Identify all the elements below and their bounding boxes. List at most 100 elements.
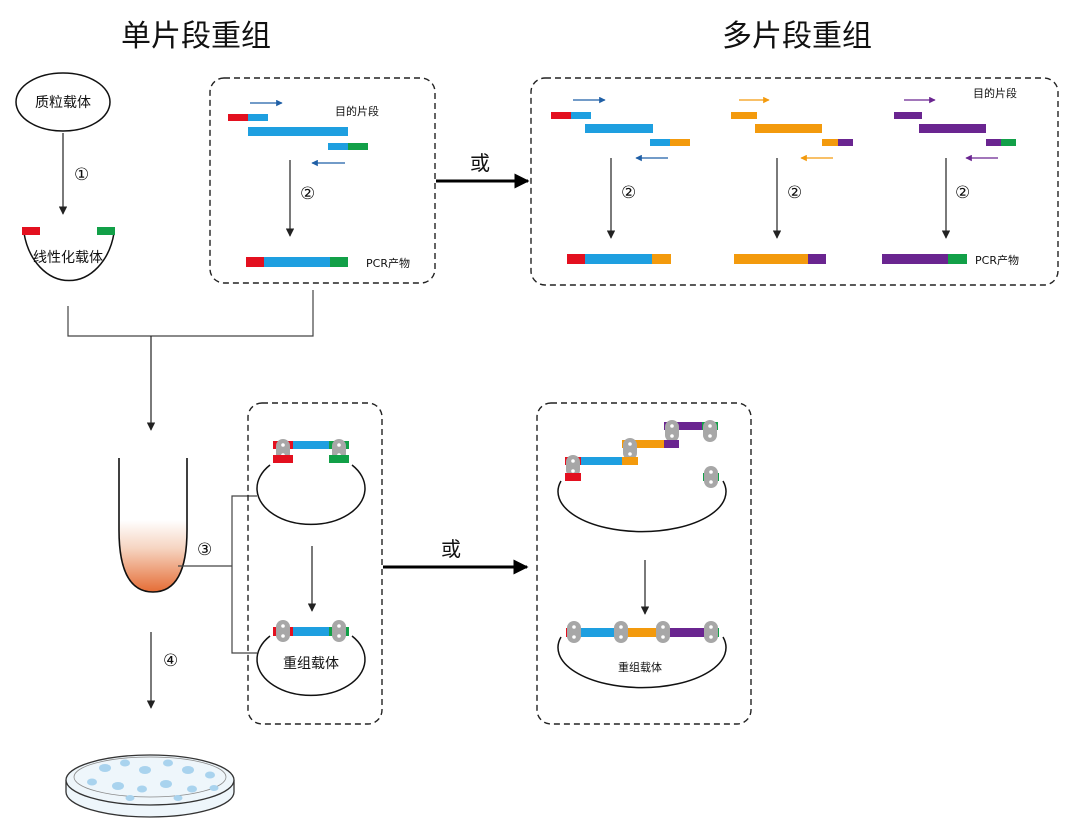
multi-recombination-box [536, 402, 752, 725]
top-or-label: 或 [470, 151, 490, 175]
linear-vector-green-end [97, 227, 115, 235]
pcr-product-green [330, 257, 348, 267]
pcr-product-red [246, 257, 264, 267]
step2-number-frag3: ② [955, 183, 970, 203]
plasmid-vector [15, 72, 111, 132]
frag1-primer-blue [571, 112, 591, 119]
multi-vector-arc [557, 480, 727, 533]
frag3-bar [919, 124, 986, 133]
multi-stack-orange [622, 440, 664, 448]
homology-tab [656, 621, 670, 643]
linear-vector-label: 线性化载体 [33, 250, 103, 266]
homology-tab [567, 621, 581, 643]
colony-dot [182, 766, 194, 774]
frag2-rev-orange [822, 139, 838, 146]
step3-number: ③ [197, 540, 212, 560]
single-target-fragment-label: 目的片段 [335, 104, 379, 118]
reverse-primer-green [348, 143, 368, 150]
step2-number-single: ② [300, 184, 315, 204]
multi-pcr-product-label: PCR产物 [975, 253, 1019, 267]
single-pcr-product-label: PCR产物 [366, 256, 410, 270]
single-vector-arc [256, 464, 366, 526]
single-recombinant-label: 重组载体 [283, 656, 339, 672]
multi-recombinant-arc [557, 636, 727, 689]
step1-number: ① [74, 165, 89, 185]
frag1-rev-blue [650, 139, 670, 146]
frag3-product-purple [882, 254, 948, 264]
single-recombinant-blue [293, 627, 329, 636]
homology-tab [704, 466, 718, 488]
homology-tab [332, 620, 346, 642]
homology-tab [276, 620, 290, 642]
single-pcr-box [209, 77, 436, 284]
multi-vector-red-end [565, 473, 581, 481]
frag3-rev-purple [986, 139, 1001, 146]
frag3-rev-green [1001, 139, 1016, 146]
frag1-primer-red [551, 112, 571, 119]
plasmid-label: 质粒载体 [35, 95, 91, 111]
colony-dot [99, 764, 111, 772]
colony-dot [173, 795, 183, 801]
colony-dot [205, 771, 215, 779]
linear-vector-arc [23, 232, 115, 282]
single-recombinant-arc [256, 635, 366, 697]
step2-number-frag1: ② [621, 183, 636, 203]
frag2-bar [755, 124, 822, 133]
title-single-fragment: 单片段重组 [121, 19, 271, 54]
colony-dot [163, 759, 173, 767]
multi-recombinant-orange [621, 628, 663, 637]
homology-tab [614, 621, 628, 643]
single-vector-red-end [273, 455, 293, 463]
primer-blue-part [248, 114, 268, 121]
target-fragment-bar [248, 127, 348, 136]
colony-dot [160, 780, 172, 788]
title-multi-fragment: 多片段重组 [722, 19, 872, 54]
colony-dot [120, 759, 130, 767]
primer-red-tail [228, 114, 248, 121]
merge-connector [67, 290, 314, 337]
multi-recombinant-blue [581, 628, 621, 637]
multi-target-fragment-label: 目的片段 [973, 86, 1017, 100]
multi-stack-purple [664, 422, 702, 430]
step4-number: ④ [163, 651, 178, 671]
multi-recombinant-label: 重组载体 [618, 660, 662, 674]
tube-liquid [119, 520, 187, 592]
frag1-product-orange [652, 254, 671, 264]
multi-recombinant-purple [663, 628, 704, 637]
colony-dot [187, 785, 197, 793]
multi-stack-orange-end [622, 457, 638, 465]
tube-outline [118, 458, 188, 593]
colony-dot [125, 795, 135, 801]
single-insert-blue [293, 441, 329, 449]
frag1-bar [585, 124, 653, 133]
colony-dot [112, 782, 124, 790]
multi-pcr-box [530, 77, 1059, 286]
homology-tab [704, 621, 718, 643]
frag2-product-orange [734, 254, 808, 264]
multi-stack-blue [581, 457, 622, 465]
bottom-or-label: 或 [441, 537, 461, 561]
frag1-rev-orange [670, 139, 690, 146]
reverse-primer-blue [328, 143, 348, 150]
colony-dot [209, 785, 219, 791]
single-vector-green-end [329, 455, 349, 463]
frag1-product-blue [585, 254, 652, 264]
colony-dot [87, 778, 97, 786]
step3-bracket [231, 495, 257, 654]
frag2-primer-orange [731, 112, 757, 119]
homology-tab [665, 420, 679, 442]
frag2-product-purple [808, 254, 826, 264]
multi-stack-purple-end [664, 440, 679, 448]
petri-dish [65, 754, 235, 818]
colony-dot [137, 785, 147, 793]
frag1-product-red [567, 254, 585, 264]
linear-vector-red-end [22, 227, 40, 235]
colony-dot [139, 766, 151, 774]
frag3-product-green [948, 254, 967, 264]
pcr-product-blue [264, 257, 330, 267]
frag2-rev-purple [838, 139, 853, 146]
homology-tab [703, 420, 717, 442]
homology-tab [623, 438, 637, 460]
single-recombination-box [247, 402, 383, 725]
